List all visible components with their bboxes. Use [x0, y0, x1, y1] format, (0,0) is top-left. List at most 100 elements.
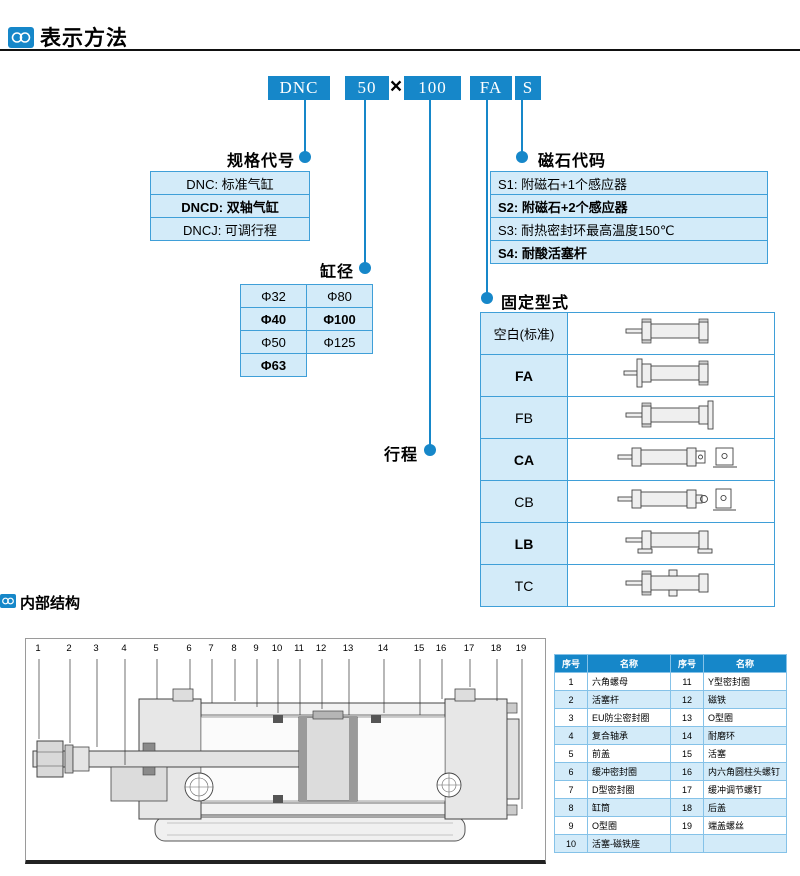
- part-numbers-row: 1 2 3 4 5 6 7 8 9 10 11 12 13 14 15 16 1…: [26, 643, 545, 657]
- mounting-type-label: 空白(标准): [480, 312, 568, 355]
- part-no: 7: [554, 780, 588, 799]
- bore-cell: Φ32: [240, 284, 307, 308]
- bore-cell-empty: [306, 353, 373, 377]
- part-name: 活塞-磁铁座: [587, 834, 671, 853]
- spec-code-table: DNC: 标准气缸 DNCD: 双轴气缸 DNCJ: 可调行程: [150, 171, 310, 241]
- dot-mounting: [481, 292, 493, 304]
- mounting-diagram-fb: [625, 400, 714, 430]
- part-number: 8: [231, 643, 237, 654]
- internal-structure-drawing: [32, 659, 523, 842]
- mounting-diagram-cell: [567, 564, 775, 607]
- part-name: 前盖: [587, 744, 671, 763]
- page-title: 表示方法: [40, 26, 128, 50]
- mounting-diagram-cell: [567, 396, 775, 439]
- model-code-mounting: FA: [470, 76, 512, 100]
- dot-bore: [359, 262, 371, 274]
- parts-header-row: 序号 名称 序号 名称: [554, 654, 787, 673]
- bore-table: Φ32 Φ80 Φ40 Φ100 Φ50 Φ125 Φ63: [240, 284, 373, 377]
- magnet-cell: S3: 耐热密封环最高温度150℃: [490, 217, 768, 241]
- times-separator: ×: [389, 75, 403, 98]
- table-row: S2: 附磁石+2个感应器: [490, 194, 768, 218]
- spec-cell: DNC: 标准气缸: [150, 171, 310, 195]
- part-name: Y型密封圈: [703, 672, 787, 691]
- part-number: 14: [377, 643, 389, 654]
- part-name: 缓冲调节螺钉: [703, 780, 787, 799]
- table-row: DNC: 标准气缸: [150, 171, 310, 195]
- spec-cell: DNCD: 双轴气缸: [150, 194, 310, 218]
- table-row: 6 缓冲密封圈 16 内六角圆柱头螺钉: [554, 762, 787, 781]
- stroke-label: 行程: [383, 447, 418, 464]
- part-name: D型密封圈: [587, 780, 671, 799]
- mounting-type-label: FA: [480, 354, 568, 397]
- dot-stroke: [424, 444, 436, 456]
- mounting-diagram-lb: [625, 530, 713, 554]
- magnet-cell: S4: 耐酸活塞杆: [490, 240, 768, 264]
- mounting-diagram-ca: [617, 447, 737, 468]
- title-divider: [0, 49, 800, 51]
- mounting-type-label: LB: [480, 522, 568, 565]
- table-row: FB: [480, 396, 775, 439]
- spec-cell: DNCJ: 可调行程: [150, 217, 310, 241]
- part-no: 8: [554, 798, 588, 817]
- part-number: 2: [66, 643, 72, 654]
- part-no: 3: [554, 708, 588, 727]
- part-number: 17: [463, 643, 475, 654]
- table-row: 9 O型圈 19 端盖螺丝: [554, 816, 787, 835]
- part-number: 12: [315, 643, 327, 654]
- mounting-diagram-cell: [567, 522, 775, 565]
- table-row: 10 活塞-磁铁座: [554, 834, 787, 853]
- table-row: DNCD: 双轴气缸: [150, 194, 310, 218]
- table-row: LB: [480, 522, 775, 565]
- section-icon: [0, 594, 16, 608]
- part-number: 4: [121, 643, 127, 654]
- table-row: 2 活塞杆 12 磁铁: [554, 690, 787, 709]
- table-row: 3 EU防尘密封圈 13 O型圈: [554, 708, 787, 727]
- parts-header: 名称: [587, 654, 671, 673]
- part-no: 9: [554, 816, 588, 835]
- part-number: 3: [93, 643, 99, 654]
- parts-header: 序号: [670, 654, 704, 673]
- mounting-diagram-tc: [625, 569, 709, 597]
- connector-stroke: [429, 100, 431, 446]
- part-no: 18: [670, 798, 704, 817]
- model-code-bore: 50: [345, 76, 389, 100]
- part-no: 6: [554, 762, 588, 781]
- part-number: 10: [271, 643, 283, 654]
- table-row: CB: [480, 480, 775, 523]
- part-no: 16: [670, 762, 704, 781]
- connector-series: [304, 100, 306, 153]
- table-row: Φ32 Φ80: [240, 284, 373, 308]
- table-row: DNCJ: 可调行程: [150, 217, 310, 241]
- part-number: 6: [186, 643, 192, 654]
- model-code-magnet: S: [515, 76, 541, 100]
- table-row: 空白(标准): [480, 312, 775, 355]
- part-number: 5: [153, 643, 159, 654]
- part-name: [703, 834, 787, 853]
- part-name: 耐磨环: [703, 726, 787, 745]
- mounting-table: 空白(标准) FA: [480, 312, 775, 607]
- bore-cell: Φ125: [306, 330, 373, 354]
- table-row: TC: [480, 564, 775, 607]
- brand-icon: [8, 27, 34, 48]
- magnet-cell: S2: 附磁石+2个感应器: [490, 194, 768, 218]
- table-row: FA: [480, 354, 775, 397]
- internal-structure-title: 内部结构: [20, 596, 81, 612]
- mounting-label: 固定型式: [501, 295, 570, 312]
- part-name: 活塞: [703, 744, 787, 763]
- mounting-type-label: CA: [480, 438, 568, 481]
- table-row: S1: 附磁石+1个感应器: [490, 171, 768, 195]
- part-number: 18: [490, 643, 502, 654]
- parts-header: 序号: [554, 654, 588, 673]
- part-no: 4: [554, 726, 588, 745]
- part-name: 端盖螺丝: [703, 816, 787, 835]
- part-no: 1: [554, 672, 588, 691]
- part-no: 11: [670, 672, 704, 691]
- part-name: O型圈: [703, 708, 787, 727]
- part-name: 内六角圆柱头螺钉: [703, 762, 787, 781]
- part-number: 19: [515, 643, 527, 654]
- spec-code-label: 规格代号: [226, 153, 295, 170]
- mounting-diagram-cell: [567, 312, 775, 355]
- parts-table: 序号 名称 序号 名称 1 六角螺母 11 Y型密封圈 2 活塞杆 12 磁铁 …: [554, 654, 787, 853]
- magnet-cell: S1: 附磁石+1个感应器: [490, 171, 768, 195]
- table-row: Φ40 Φ100: [240, 307, 373, 331]
